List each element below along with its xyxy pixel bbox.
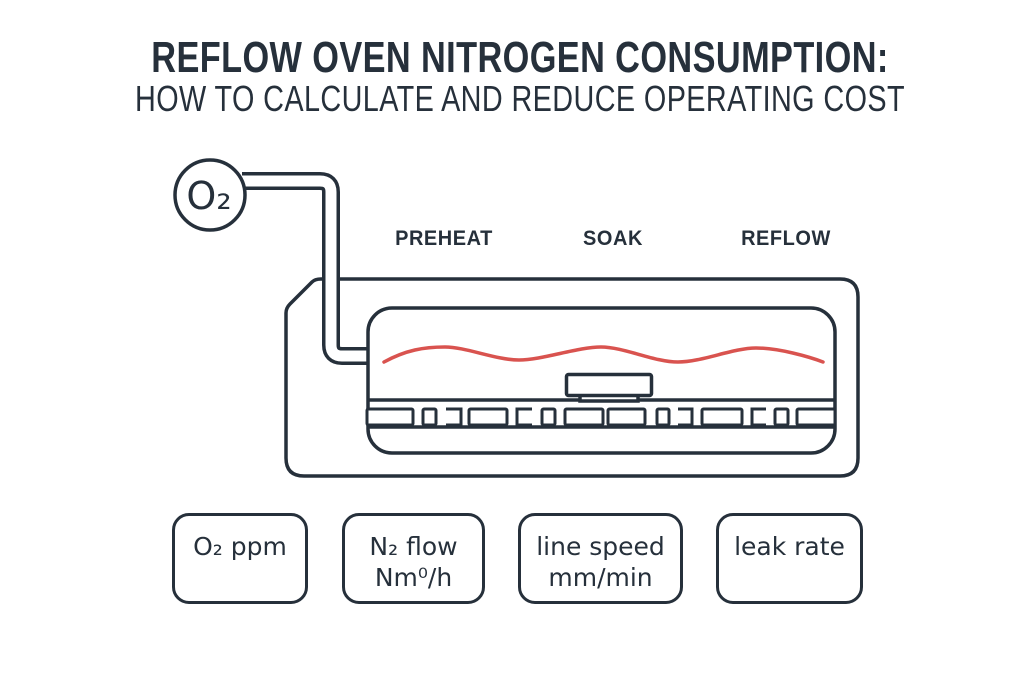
parameter-box-leak-rate: leak rate (716, 513, 863, 604)
conveyor-segment-rect (795, 407, 837, 427)
conveyor-segment-rect (700, 407, 744, 427)
gas-supply-pipe-bore (242, 175, 368, 362)
conveyor-segment-bracket-right (750, 407, 766, 427)
conveyor-segment-square (540, 407, 557, 427)
zone-label-soak: SOAK (583, 227, 643, 250)
parameter-label: leak rate (734, 532, 845, 561)
pcb-component-body (564, 372, 654, 398)
parameter-box-line-speed: line speed mm/min (518, 513, 683, 604)
zone-label-reflow: REFLOW (741, 227, 831, 250)
conveyor-segment-square (655, 407, 671, 427)
parameter-label: O₂ ppm (193, 532, 287, 561)
conveyor-segment-bracket-left (446, 407, 463, 427)
conveyor-segment-bracket-right (515, 407, 532, 427)
conveyor-segment-rect (365, 407, 415, 427)
conveyor-segment-rect (606, 407, 647, 427)
conveyor-segment-square (773, 407, 790, 427)
parameter-label: mm/min (548, 563, 653, 592)
page-title: REFLOW OVEN NITROGEN CONSUMPTION: (151, 33, 889, 82)
parameter-box-o2-ppm: O₂ ppm (172, 513, 308, 604)
gas-supply-pipe (242, 172, 368, 365)
conveyor-segment-square (421, 407, 438, 427)
parameter-box-n2-flow: N₂ flow Nm⁰/h (342, 513, 485, 604)
page-subtitle: HOW TO CALCULATE AND REDUCE OPERATING CO… (135, 78, 905, 119)
gas-source-label: O₂ (186, 174, 231, 218)
zone-label-preheat: PREHEAT (395, 227, 493, 250)
conveyor-segments (365, 407, 837, 427)
gas-source-circle (173, 158, 247, 232)
temperature-profile (382, 345, 825, 364)
conveyor-segment-rect (563, 407, 605, 427)
parameter-label: line speed (536, 532, 665, 561)
oven-body-outline (284, 277, 860, 478)
parameter-label: Nm⁰/h (374, 563, 453, 592)
conveyor-segment-bracket-left (678, 407, 694, 427)
parameter-label: N₂ flow (369, 532, 458, 561)
conveyor-segment-rect (467, 407, 509, 427)
